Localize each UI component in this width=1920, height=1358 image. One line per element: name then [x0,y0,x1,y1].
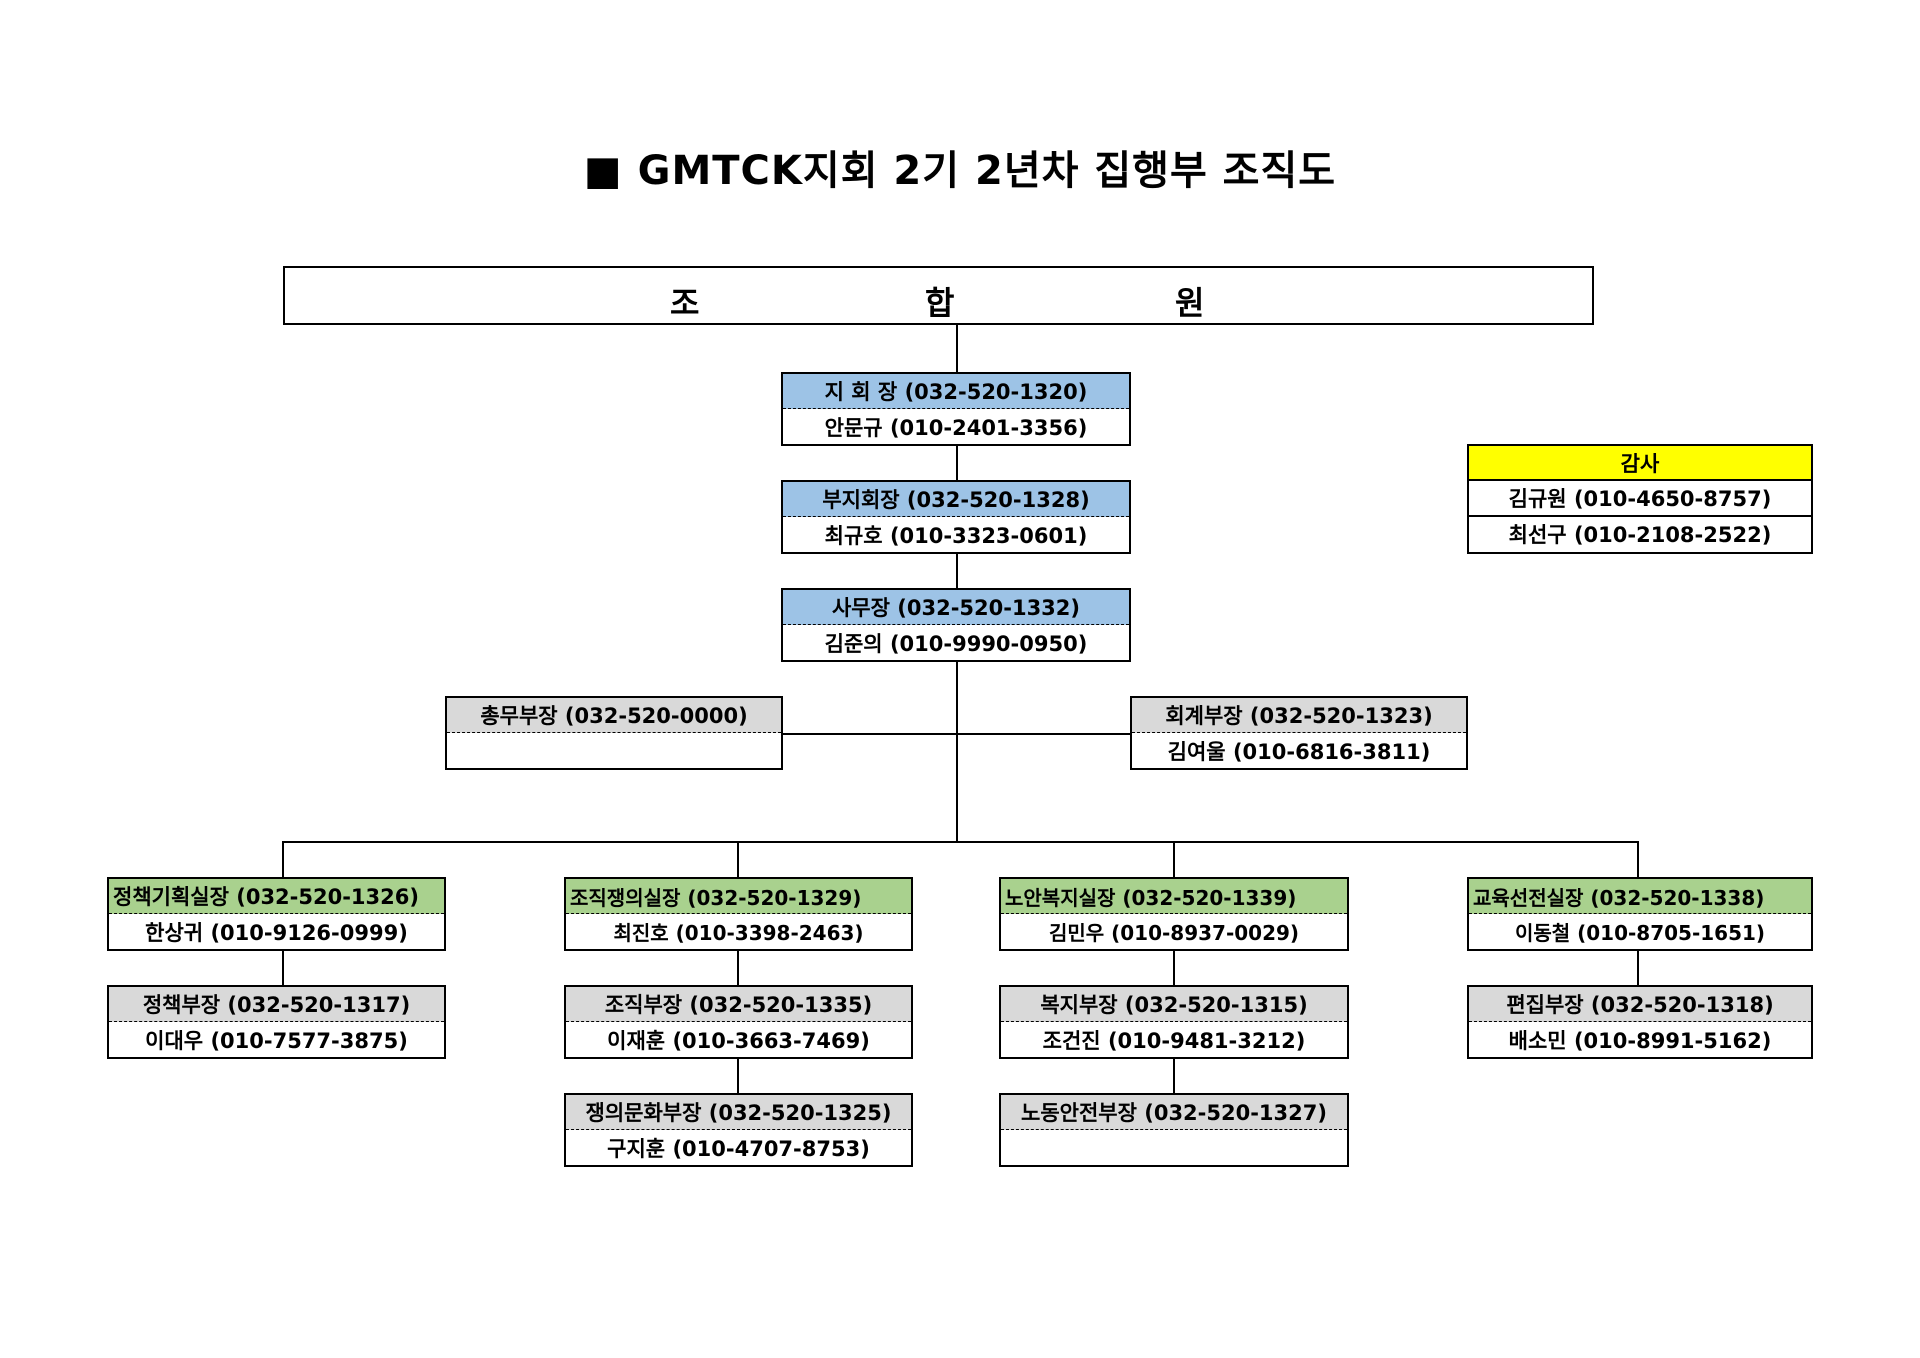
connector-main-trunk [956,660,958,842]
audit-box: 감사 김규원 (010-4650-8757) 최선구 (010-2108-252… [1467,444,1813,554]
culture-dept-role: 쟁의문화부장 (032-520-1325) [566,1095,911,1130]
policy-dept-role: 정책부장 (032-520-1317) [109,987,444,1022]
policy-dept-box: 정책부장 (032-520-1317) 이대우 (010-7577-3875) [107,985,446,1059]
connector-org [737,949,739,985]
edit-dept-role: 편집부장 (032-520-1318) [1469,987,1811,1022]
vice-chair-person: 최규호 (010-3323-0601) [824,523,1088,548]
edu-office-person: 이동철 (010-8705-1651) [1514,921,1766,945]
secretary-role: 사무장 (032-520-1332) [783,590,1129,625]
welfare-office-person: 김민우 (010-8937-0029) [1048,921,1300,945]
connector-drop-4 [1637,841,1639,877]
welfare-dept-role: 복지부장 (032-520-1315) [1001,987,1347,1022]
connector-chair-vice [956,444,958,480]
connector-welfare-safety [1173,1057,1175,1093]
edu-office-role: 교육선전실장 (032-520-1338) [1469,879,1811,914]
safety-dept-person [1001,1130,1347,1165]
members-char-1: 조 [670,284,700,322]
culture-dept-box: 쟁의문화부장 (032-520-1325) 구지훈 (010-4707-8753… [564,1093,913,1167]
policy-dept-person: 이대우 (010-7577-3875) [145,1028,408,1053]
org-dept-role: 조직부장 (032-520-1335) [566,987,911,1022]
secretary-box: 사무장 (032-520-1332) 김준의 (010-9990-0950) [781,588,1131,662]
safety-dept-box: 노동안전부장 (032-520-1327) [999,1093,1349,1167]
policy-office-box: 정책기획실장 (032-520-1326) 한상귀 (010-9126-0999… [107,877,446,951]
connector-welfare [1173,949,1175,985]
policy-office-role: 정책기획실장 (032-520-1326) [109,879,444,914]
chair-box: 지 회 장 (032-520-1320) 안문규 (010-2401-3356) [781,372,1131,446]
org-office-role: 조직쟁의실장 (032-520-1329) [566,879,911,914]
chair-role: 지 회 장 (032-520-1320) [783,374,1129,409]
welfare-dept-box: 복지부장 (032-520-1315) 조건진 (010-9481-3212) [999,985,1349,1059]
chair-person: 안문규 (010-2401-3356) [824,415,1088,440]
org-office-person: 최진호 (010-3398-2463) [613,921,864,945]
audit-person-1: 김규원 (010-4650-8757) [1469,481,1811,517]
accounting-role: 회계부장 (032-520-1323) [1132,698,1466,733]
edu-office-box: 교육선전실장 (032-520-1338) 이동철 (010-8705-1651… [1467,877,1813,951]
policy-office-person: 한상귀 (010-9126-0999) [145,920,408,945]
members-char-3: 원 [1175,284,1205,322]
vice-chair-box: 부지회장 (032-520-1328) 최규호 (010-3323-0601) [781,480,1131,554]
welfare-office-box: 노안복지실장 (032-520-1339) 김민우 (010-8937-0029… [999,877,1349,951]
general-affairs-person [447,733,781,768]
org-office-box: 조직쟁의실장 (032-520-1329) 최진호 (010-3398-2463… [564,877,913,951]
connector-drop-2 [737,841,739,877]
welfare-dept-person: 조건진 (010-9481-3212) [1042,1028,1306,1053]
connector-vice-secretary [956,552,958,588]
secretary-person: 김준의 (010-9990-0950) [824,631,1088,656]
chart-title: ■ GMTCK지회 2기 2년차 집행부 조직도 [583,148,1337,194]
connector-office-bus [282,841,1639,843]
connector-drop-3 [1173,841,1175,877]
org-dept-person: 이재훈 (010-3663-7469) [607,1028,870,1053]
accounting-box: 회계부장 (032-520-1323) 김여울 (010-6816-3811) [1130,696,1468,770]
members-box: 조 합 원 [283,266,1594,325]
connector-org-culture [737,1057,739,1093]
connector-edu [1637,949,1639,985]
connector-policy [282,949,284,985]
members-char-2: 합 [925,284,955,322]
culture-dept-person: 구지훈 (010-4707-8753) [607,1136,870,1161]
org-dept-box: 조직부장 (032-520-1335) 이재훈 (010-3663-7469) [564,985,913,1059]
audit-person-2: 최선구 (010-2108-2522) [1508,523,1772,548]
audit-role: 감사 [1469,446,1811,482]
vice-chair-role: 부지회장 (032-520-1328) [783,482,1129,517]
general-affairs-box: 총무부장 (032-520-0000) [445,696,783,770]
edit-dept-box: 편집부장 (032-520-1318) 배소민 (010-8991-5162) [1467,985,1813,1059]
general-affairs-role: 총무부장 (032-520-0000) [447,698,781,733]
safety-dept-role: 노동안전부장 (032-520-1327) [1001,1095,1347,1130]
accounting-person: 김여울 (010-6816-3811) [1167,739,1431,764]
connector-side-branch [782,733,1132,735]
connector-members-chair [956,325,958,372]
edit-dept-person: 배소민 (010-8991-5162) [1508,1028,1772,1053]
welfare-office-role: 노안복지실장 (032-520-1339) [1001,879,1347,914]
connector-drop-1 [282,841,284,877]
